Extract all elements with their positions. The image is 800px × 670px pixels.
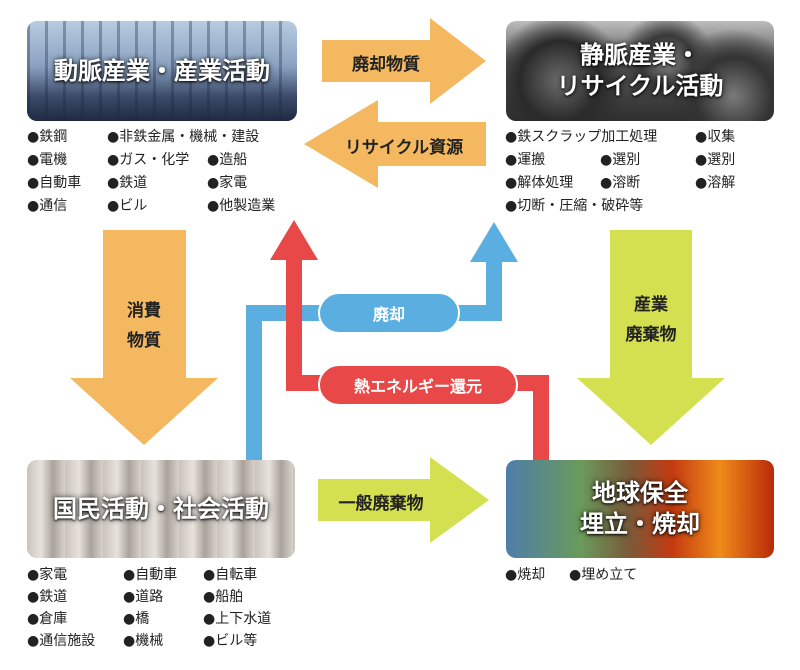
list-item: ●解体処理: [505, 175, 574, 191]
list-item: ●家電: [207, 175, 248, 191]
list-item: ●上下水道: [203, 611, 272, 627]
list-item: ●電機: [27, 152, 68, 168]
list-item: ●通信施設: [27, 633, 96, 649]
earth-conservation-title: 地球保全 埋立・焼却: [580, 478, 700, 539]
industrial-waste-label: 産業 廃棄物: [605, 290, 697, 350]
list-item: ●鉄スクラップ加工処理: [505, 129, 658, 145]
list-item: ●機械: [123, 633, 164, 649]
disposal-pill: 廃却: [318, 292, 460, 334]
list-item: ●鉄道: [27, 589, 68, 605]
citizen-activity-title: 国民活動・社会活動: [53, 494, 269, 523]
general-waste-arrow: [318, 457, 489, 543]
list-item: ●通信: [27, 198, 68, 214]
list-item: ●橋: [123, 611, 150, 627]
heat-return-arrowhead: [270, 220, 318, 260]
citizen-activity-box: 国民活動・社会活動: [27, 460, 295, 558]
list-item: ●収集: [695, 129, 736, 145]
list-item: ●鉄道: [107, 175, 148, 191]
consumer-goods-arrow: [70, 230, 218, 445]
general-waste-label: 一般廃棄物: [338, 494, 424, 514]
list-item: ●倉庫: [27, 611, 68, 627]
list-item: ●自転車: [203, 567, 258, 583]
list-item: ●自動車: [123, 567, 178, 583]
list-item: ●自動車: [27, 175, 82, 191]
list-item: ●選別: [600, 152, 641, 168]
list-item: ●溶断: [600, 175, 641, 191]
list-item: ●ビル: [107, 198, 148, 214]
venous-industry-title-line1: 静脈産業・: [580, 41, 700, 70]
list-item: ●ガス・化学: [107, 152, 190, 168]
industrial-waste-line1: 産業: [634, 295, 668, 315]
industrial-waste-line2: 廃棄物: [625, 325, 677, 345]
industrial-waste-arrow: [577, 230, 725, 445]
list-item: ●船舶: [203, 589, 244, 605]
list-item: ●鉄鋼: [27, 129, 68, 145]
consumer-goods-line2: 物質: [127, 331, 161, 351]
list-item: ●埋め立て: [569, 567, 638, 583]
list-item: ●ビル等: [203, 633, 258, 649]
list-item: ●道路: [123, 589, 164, 605]
list-item: ●焼却: [505, 567, 546, 583]
consumer-goods-label: 消費 物質: [104, 296, 184, 356]
heat-return-path: [286, 258, 549, 462]
waste-goods-label: 廃却物質: [352, 55, 420, 75]
venous-industry-title: 静脈産業・ リサイクル活動: [557, 40, 724, 101]
list-item: ●他製造業: [207, 198, 276, 214]
earth-conservation-box: 地球保全 埋立・焼却: [506, 460, 774, 558]
recycled-resources-arrow: [304, 100, 486, 188]
list-item: ●家電: [27, 567, 68, 583]
waste-goods-arrow: [322, 18, 486, 104]
list-item: ●切断・圧縮・破砕等: [505, 198, 644, 214]
list-item: ●選別: [695, 152, 736, 168]
list-item: ●造船: [207, 152, 248, 168]
heat-return-pill: 熱エネルギー還元: [318, 364, 518, 406]
recycled-resources-label: リサイクル資源: [344, 138, 464, 158]
consumer-goods-line1: 消費: [127, 301, 161, 321]
disposal-arrowhead: [470, 222, 518, 262]
earth-conservation-title-line1: 地球保全: [592, 479, 688, 508]
list-item: ●溶解: [695, 175, 736, 191]
list-item: ●非鉄金属・機械・建設: [107, 129, 260, 145]
venous-industry-title-line2: リサイクル活動: [556, 72, 724, 100]
arterial-industry-title: 動脈産業・産業活動: [54, 56, 270, 85]
earth-conservation-title-line2: 埋立・焼却: [580, 510, 700, 538]
venous-industry-box: 静脈産業・ リサイクル活動: [506, 21, 774, 121]
list-item: ●運搬: [505, 152, 546, 168]
arterial-industry-box: 動脈産業・産業活動: [27, 21, 297, 121]
